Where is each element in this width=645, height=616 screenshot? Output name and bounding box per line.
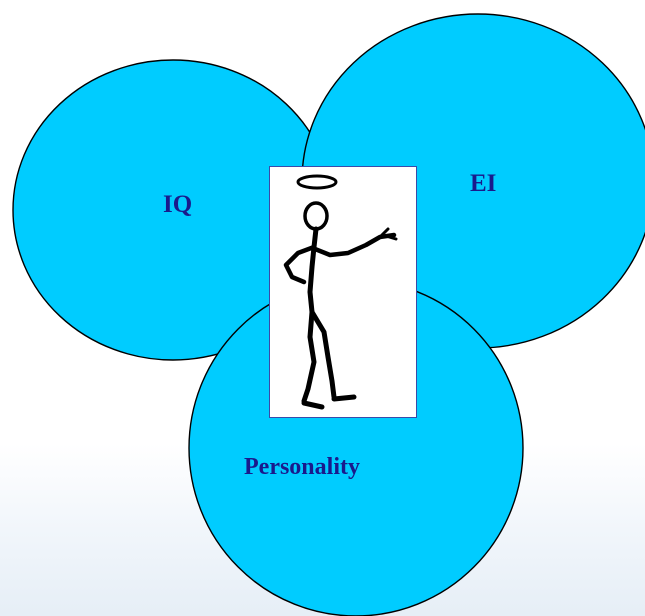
stick-figure-icon bbox=[283, 174, 398, 410]
stick-figure-picture bbox=[269, 166, 417, 418]
iq-label: IQ bbox=[163, 191, 193, 218]
personality-label: Personality bbox=[244, 454, 360, 480]
ei-label: EI bbox=[470, 170, 497, 197]
